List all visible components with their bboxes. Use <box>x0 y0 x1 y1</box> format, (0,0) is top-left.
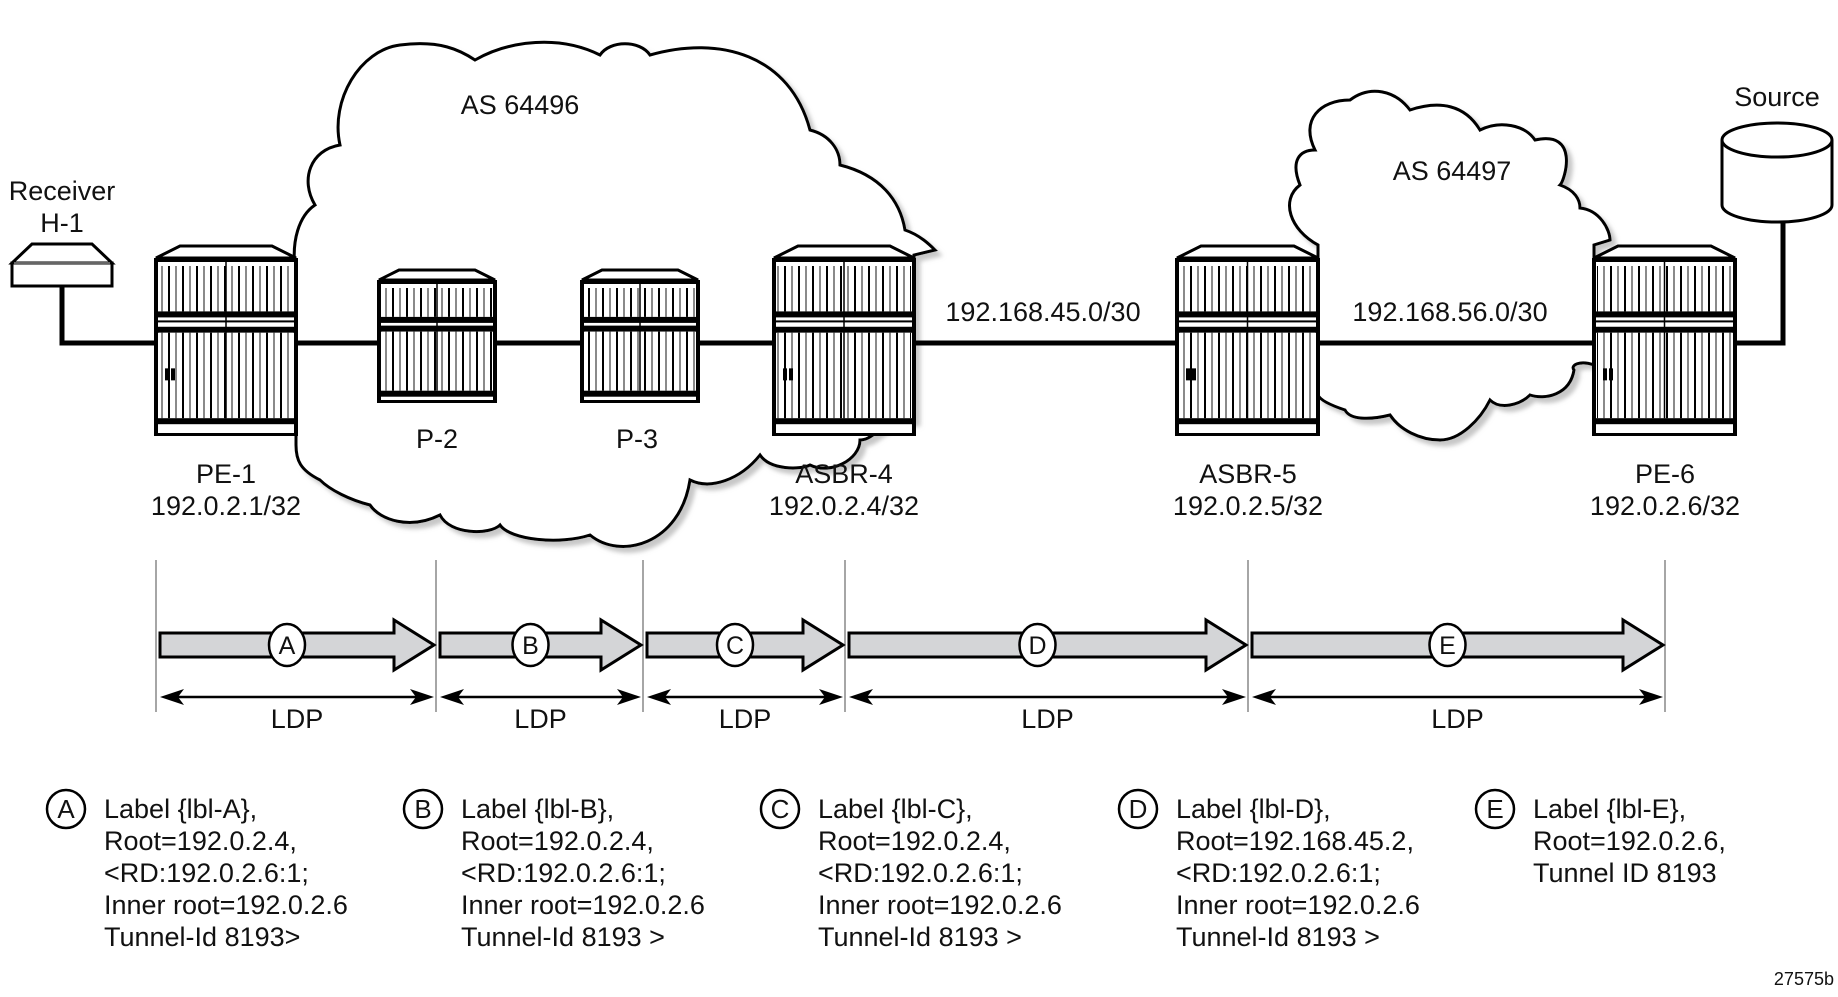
segment-marker-label: E <box>1439 632 1456 660</box>
ldp-span-arrow <box>647 689 843 705</box>
note-line: Inner root=192.0.2.6 <box>104 890 348 920</box>
source-server-icon <box>1720 121 1834 224</box>
note-line: Label {lbl-B}, <box>461 794 614 824</box>
note-line: Tunnel ID 8193 <box>1533 858 1717 888</box>
note-line: Label {lbl-E}, <box>1533 794 1686 824</box>
link-label-192-168-56-0: 192.168.56.0/30 <box>1352 297 1547 327</box>
note-C: C Label {lbl-C},Root=192.0.2.4,<RD:192.0.… <box>759 788 1062 952</box>
note-D: D Label {lbl-D},Root=192.168.45.2,<RD:192… <box>1117 788 1420 952</box>
note-line: Root=192.0.2.4, <box>461 826 654 856</box>
segment-marker-circle <box>1428 622 1467 668</box>
note-E: E Label {lbl-E},Root=192.0.2.6,Tunnel ID … <box>1474 788 1726 888</box>
note-marker-circle <box>402 788 444 830</box>
note-line: Root=192.168.45.2, <box>1176 826 1414 856</box>
router-name-pe1: PE-1 <box>196 459 256 489</box>
source-label: Source <box>1734 82 1820 112</box>
note-B: B Label {lbl-B},Root=192.0.2.4,<RD:192.0.… <box>402 788 705 952</box>
cloud-label-as64497: AS 64497 <box>1393 156 1512 186</box>
segment-marker-circle <box>267 622 307 668</box>
ldp-span-arrow <box>849 689 1246 705</box>
segment-marker-circle <box>1018 622 1057 668</box>
router-icon-pe1 <box>154 244 298 436</box>
note-line: Root=192.0.2.4, <box>104 826 297 856</box>
router-name-pe6: PE-6 <box>1635 459 1695 489</box>
router-name-p3: P-3 <box>616 424 658 454</box>
note-line: Label {lbl-C}, <box>818 794 973 824</box>
cloud-label-as64496: AS 64496 <box>461 90 580 120</box>
ldp-span-arrow <box>440 689 641 705</box>
router-address-asbr5: 192.0.2.5/32 <box>1173 491 1323 521</box>
receiver-host-icon <box>8 242 116 288</box>
link-label-192-168-45-0: 192.168.45.0/30 <box>945 297 1140 327</box>
router-name-asbr5: ASBR-5 <box>1199 459 1297 489</box>
note-marker-circle <box>1474 788 1516 830</box>
note-marker-label: A <box>57 794 75 824</box>
note-marker-label: D <box>1129 794 1148 824</box>
router-icon-pe6 <box>1592 244 1737 436</box>
note-marker-label: E <box>1486 794 1503 824</box>
router-address-asbr4: 192.0.2.4/32 <box>769 491 919 521</box>
receiver-label: Receiver <box>9 176 116 206</box>
figure-id: 27575b <box>1774 969 1834 989</box>
segment-B: B LDP <box>438 617 644 734</box>
ldp-segments: A LDP B LDP C LDP D LDP E LDP <box>155 560 1666 734</box>
note-line: <RD:192.0.2.6:1; <box>818 858 1023 888</box>
router-icon-asbr4 <box>772 244 916 436</box>
router-icon-asbr5 <box>1175 244 1320 436</box>
segment-E: E LDP <box>1250 617 1666 734</box>
note-line: <RD:192.0.2.6:1; <box>461 858 666 888</box>
note-marker-label: C <box>771 794 790 824</box>
note-line: Root=192.0.2.6, <box>1533 826 1726 856</box>
note-A: A Label {lbl-A},Root=192.0.2.4,<RD:192.0.… <box>45 788 348 952</box>
note-marker-label: B <box>414 794 431 824</box>
ldp-label: LDP <box>514 704 567 734</box>
routers <box>154 244 1737 436</box>
segment-marker-label: C <box>726 632 744 660</box>
ldp-span-arrow <box>160 689 434 705</box>
network-links <box>59 222 1786 346</box>
note-line: Inner root=192.0.2.6 <box>818 890 1062 920</box>
cloud-as64497 <box>1288 89 1612 442</box>
segment-marker-circle <box>511 622 550 668</box>
ldp-label: LDP <box>1021 704 1074 734</box>
router-name-p2: P-2 <box>416 424 458 454</box>
note-line: Inner root=192.0.2.6 <box>461 890 705 920</box>
router-icon-p2 <box>377 268 497 403</box>
note-line: Tunnel-Id 8193 > <box>461 922 665 952</box>
segment-marker-label: A <box>279 632 296 660</box>
note-line: Label {lbl-A}, <box>104 794 257 824</box>
ldp-label: LDP <box>271 704 324 734</box>
segment-marker-circle <box>715 622 755 668</box>
note-line: Tunnel-Id 8193> <box>104 922 300 952</box>
note-marker-circle <box>1117 788 1159 830</box>
router-address-pe1: 192.0.2.1/32 <box>151 491 301 521</box>
note-line: Label {lbl-D}, <box>1176 794 1331 824</box>
note-line: Root=192.0.2.4, <box>818 826 1011 856</box>
segment-C: C LDP <box>645 617 846 734</box>
router-icon-p3 <box>580 268 700 403</box>
ldp-label: LDP <box>1431 704 1484 734</box>
router-address-pe6: 192.0.2.6/32 <box>1590 491 1740 521</box>
receiver-name-label: H-1 <box>40 208 84 238</box>
segment-A: A LDP <box>158 617 437 734</box>
segment-marker-label: B <box>522 632 539 660</box>
note-line: <RD:192.0.2.6:1; <box>1176 858 1381 888</box>
ldp-span-arrow <box>1252 689 1663 705</box>
note-marker-circle <box>759 788 801 830</box>
note-marker-circle <box>45 788 87 830</box>
note-line: Tunnel-Id 8193 > <box>818 922 1022 952</box>
ldp-label: LDP <box>719 704 772 734</box>
router-name-asbr4: ASBR-4 <box>795 459 893 489</box>
note-line: <RD:192.0.2.6:1; <box>104 858 309 888</box>
note-line: Tunnel-Id 8193 > <box>1176 922 1380 952</box>
segment-marker-label: D <box>1028 632 1046 660</box>
segment-D: D LDP <box>847 617 1249 734</box>
note-line: Inner root=192.0.2.6 <box>1176 890 1420 920</box>
